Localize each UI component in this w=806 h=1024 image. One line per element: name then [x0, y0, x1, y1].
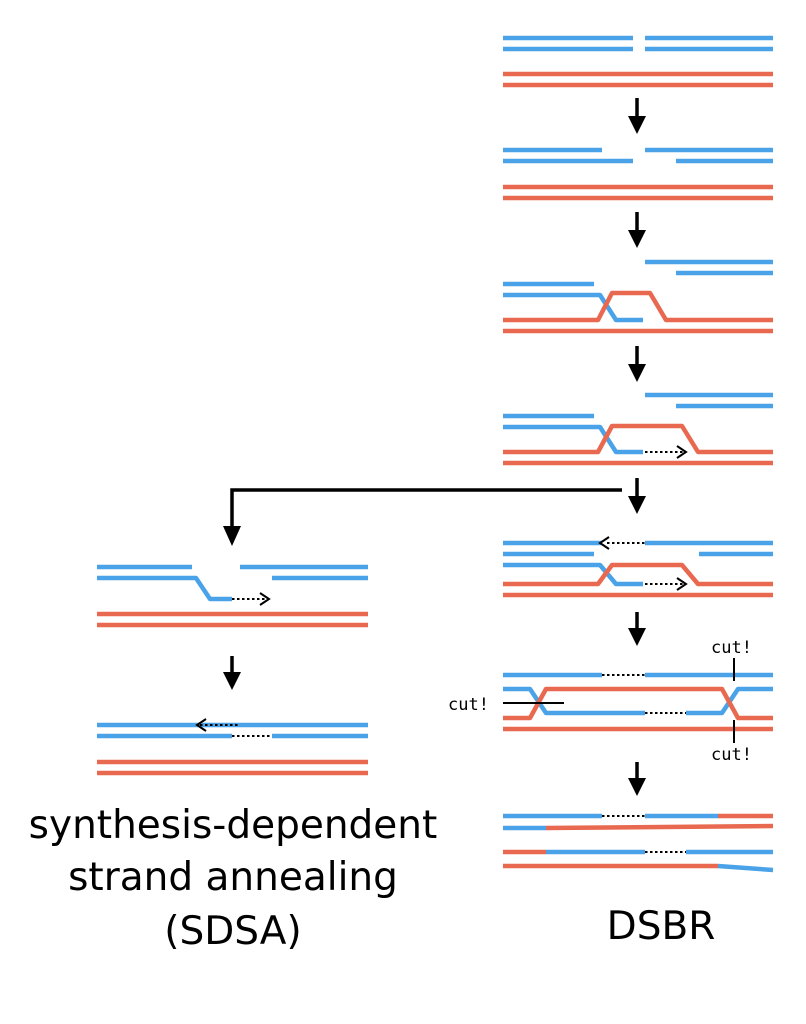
dsbr-stage-break [503, 35, 773, 88]
step-arrow-3 [628, 346, 646, 382]
step-arrow-1 [628, 98, 646, 134]
dsbr-stage-second-end-capture [503, 536, 773, 598]
dsbr-stage-resection [503, 147, 773, 201]
sdsa-caption-line2: strand annealing [68, 855, 398, 900]
sdsa-caption-line3: (SDSA) [164, 909, 301, 954]
dsbr-stage-crossover-products [503, 813, 774, 873]
sdsa-step-arrow [223, 656, 241, 690]
dsbr-stage-double-holliday-junction: cut! cut! cut! [448, 638, 773, 765]
cut-label-bottom: cut! [711, 745, 752, 765]
sdsa-caption-line1: synthesis-dependent [29, 803, 438, 848]
step-arrow-6 [628, 762, 646, 796]
cut-label-left: cut! [448, 695, 489, 715]
cut-label-top: cut! [711, 638, 752, 658]
dsbr-stage-invasion [503, 259, 773, 334]
branch-arrow-to-sdsa [223, 488, 622, 546]
sdsa-stage-annealing [97, 718, 368, 776]
step-arrow-4 [628, 478, 646, 514]
sdsa-stage-displacement [97, 564, 368, 628]
dsbr-caption: DSBR [607, 904, 716, 949]
step-arrow-5 [628, 612, 646, 646]
step-arrow-2 [628, 212, 646, 248]
dsbr-stage-synthesis [503, 392, 773, 466]
